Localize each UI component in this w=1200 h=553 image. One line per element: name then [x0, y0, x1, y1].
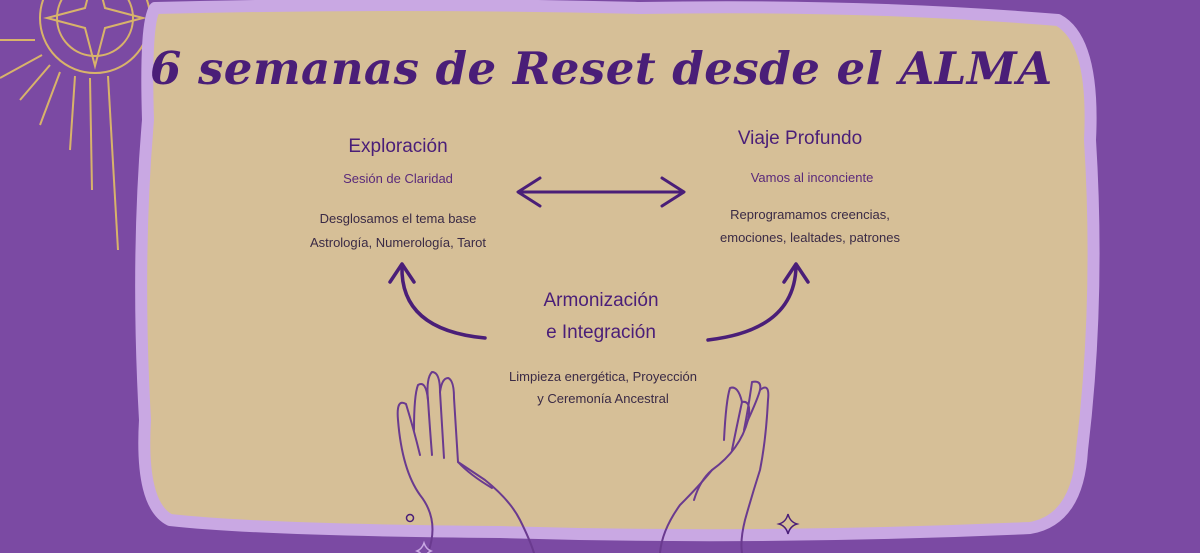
page-title: 6 semanas de Reset desde el ALMA	[150, 42, 1053, 95]
armonizacion-line-2: y Ceremonía Ancestral	[537, 391, 669, 406]
open-hands-icon	[396, 371, 770, 553]
viaje-line-1: Reprogramamos creencias,	[730, 207, 890, 222]
exploracion-subtitle: Sesión de Claridad	[343, 171, 453, 186]
exploracion-line-1: Desglosamos el tema base	[319, 211, 477, 226]
exploracion-line-2: Astrología, Numerología, Tarot	[309, 235, 487, 250]
eye-sun-icon	[0, 0, 151, 251]
panel	[135, 0, 1100, 542]
armonizacion-heading-line-2: e Integración	[546, 322, 656, 343]
viaje-subtitle: Vamos al inconciente	[750, 170, 874, 185]
small-circle-icon	[405, 513, 415, 523]
curved-arrow-left-icon	[388, 262, 487, 340]
double-arrow-icon	[516, 176, 686, 208]
viaje-heading: Viaje Profundo	[737, 128, 863, 149]
armonizacion-heading-line-1: Armonización	[543, 290, 659, 311]
sparkle-icon	[776, 513, 800, 535]
sparkle-icon	[414, 540, 434, 553]
exploracion-heading: Exploración	[348, 136, 448, 157]
viaje-line-2: emociones, lealtades, patrones	[720, 230, 900, 245]
armonizacion-line-1: Limpieza energética, Proyección	[509, 369, 697, 384]
curved-arrow-right-icon	[706, 262, 810, 342]
